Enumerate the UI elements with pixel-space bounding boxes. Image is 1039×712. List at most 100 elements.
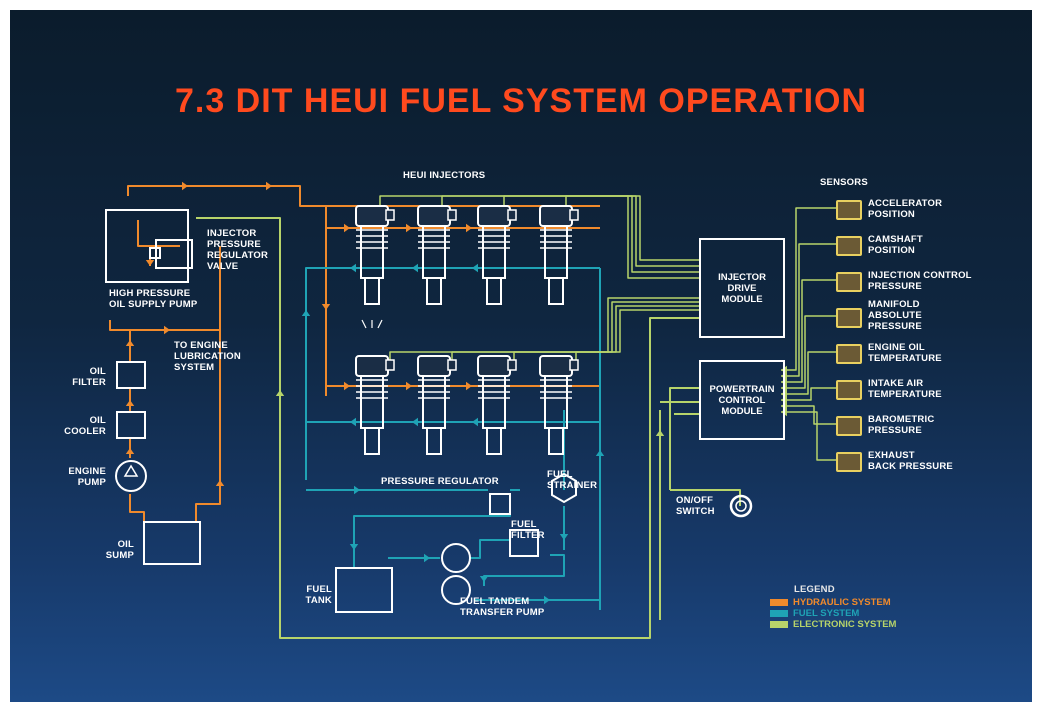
intake-air-temperature-sensor	[836, 380, 862, 400]
sensor-label-engine-oil-temperature: ENGINE OIL TEMPERATURE	[868, 342, 942, 364]
legend-swatch-electronic	[770, 621, 788, 628]
diagram-frame: 7.3 DIT HEUI FUEL SYSTEM OPERATION HEUI …	[10, 10, 1032, 702]
fuel-arrow-tank	[349, 544, 359, 550]
hydraulic-arrow-filter	[125, 340, 135, 346]
injector-top-4-connector	[569, 209, 579, 221]
injector-bottom-3-head	[477, 355, 511, 377]
oil-cooler-label: OIL COOLER	[64, 415, 106, 437]
legend-label-hydraulic: HYDRAULIC SYSTEM	[793, 597, 891, 608]
elec-idm-bot-2	[451, 305, 699, 362]
hydraulic-arrow-cooler	[125, 400, 135, 406]
fuel-tank-label: FUEL TANK	[305, 584, 332, 606]
injector-bottom-4-head	[539, 355, 573, 377]
hydraulic-arrow-regulator	[145, 260, 155, 266]
hydraulic-return-right	[195, 246, 221, 522]
oil-cooler-box	[116, 411, 146, 439]
injector-top-3-body	[482, 225, 506, 279]
fuel-arrow-strainer	[559, 534, 569, 540]
fuel-arrow-up	[301, 310, 311, 316]
injector-spray-1	[361, 319, 367, 329]
injector-bottom-1-nozzle	[364, 427, 380, 455]
oil-filter-box	[116, 361, 146, 389]
injector-bottom-1-head	[355, 355, 389, 377]
injector-top-4-body	[544, 225, 568, 279]
powertrain-control-module-label: POWERTRAIN CONTROL MODULE	[709, 383, 775, 417]
high-pressure-oil-supply-pump-box	[105, 209, 189, 283]
fuel-pump-to-filter	[470, 539, 510, 559]
hydraulic-arrow-top-1	[182, 181, 188, 191]
sensor-label-camshaft-position: CAMSHAFT POSITION	[868, 234, 923, 256]
fuel-arrow-tandem	[544, 595, 550, 605]
injector-bottom-2-head	[417, 355, 451, 377]
injector-bottom-2-body	[422, 375, 446, 429]
elec-arrow-pcm	[655, 430, 665, 436]
barometric-pressure-sensor	[836, 416, 862, 436]
elec-idm-bot-4	[575, 297, 699, 362]
exhaust-back-pressure-sensor	[836, 452, 862, 472]
injector-bottom-1-connector	[385, 359, 395, 371]
injector-top-2-head	[417, 205, 451, 227]
injector-spray-3	[377, 319, 383, 329]
regulator-valve-port	[149, 247, 161, 259]
engine-oil-temperature-sensor	[836, 344, 862, 364]
injector-bottom-3-connector	[507, 359, 517, 371]
oil-sump-label: OIL SUMP	[105, 539, 134, 561]
injector-top-2-nozzle	[426, 277, 442, 305]
camshaft-position-sensor	[836, 236, 862, 256]
legend-item-hydraulic: HYDRAULIC SYSTEM	[770, 597, 891, 608]
tandem-pump-upper	[441, 543, 471, 573]
injector-top-1-nozzle	[364, 277, 380, 305]
elec-switch-link	[670, 489, 741, 506]
legend-title: LEGEND	[794, 584, 835, 595]
oil-sump-box	[143, 521, 201, 565]
manifold-absolute-pressure-sensor	[836, 308, 862, 328]
injector-top-3-head	[477, 205, 511, 227]
pressure-regulator-box	[489, 493, 511, 515]
engine-pump-label: ENGINE PUMP	[68, 466, 106, 488]
injector-bottom-1-body	[360, 375, 384, 429]
fuel-arrow-reg	[354, 485, 360, 495]
to-engine-lubrication-system-label: TO ENGINE LUBRICATION SYSTEM	[174, 340, 241, 373]
elec-sensor-wire-7	[781, 405, 836, 425]
injection-control-pressure-sensor	[836, 272, 862, 292]
high-pressure-oil-supply-pump-label: HIGH PRESSURE OIL SUPPLY PUMP	[109, 288, 198, 310]
legend-label-fuel: FUEL SYSTEM	[793, 608, 860, 619]
hydraulic-arrow-rail-3	[466, 223, 472, 233]
on-off-switch-outer	[729, 494, 753, 518]
elec-sensor-wire-8	[781, 411, 836, 461]
hydraulic-to-lube	[109, 320, 220, 331]
fuel-strainer-label: FUEL STRAINER	[547, 469, 598, 491]
powertrain-control-module: POWERTRAIN CONTROL MODULE	[699, 360, 785, 440]
legend-item-electronic: ELECTRONIC SYSTEM	[770, 619, 896, 630]
injector-top-2-body	[422, 225, 446, 279]
sensor-label-exhaust-back-pressure: EXHAUST BACK PRESSURE	[868, 450, 953, 472]
fuel-arrow-g4	[350, 417, 356, 427]
hydraulic-arrow-rail-4	[344, 381, 350, 391]
fuel-arrow-g2	[412, 263, 418, 273]
fuel-tank-box	[335, 567, 393, 613]
elec-sensor-wire-4	[781, 315, 836, 389]
injector-bottom-2-connector	[447, 359, 457, 371]
injector-pressure-regulator-valve-box	[155, 239, 193, 269]
injector-bottom-4-nozzle	[548, 427, 564, 455]
legend-item-fuel: FUEL SYSTEM	[770, 608, 859, 619]
injector-top-1-connector	[385, 209, 395, 221]
fuel-arrow-right	[595, 450, 605, 456]
elec-idm-bot-1	[389, 309, 699, 362]
sensor-label-manifold-absolute-pressure: MANIFOLD ABSOLUTE PRESSURE	[868, 299, 922, 332]
fuel-filter-out	[483, 554, 565, 586]
on-off-switch-inner	[735, 500, 747, 512]
injector-bottom-3-body	[482, 375, 506, 429]
sensor-label-intake-air-temperature: INTAKE AIR TEMPERATURE	[868, 378, 942, 400]
elec-idm-bot-3	[513, 301, 699, 362]
system-lines	[105, 181, 836, 639]
fuel-tandem-transfer-pump-label: FUEL TANDEM TRANSFER PUMP	[460, 596, 545, 618]
legend-swatch-hydraulic	[770, 599, 788, 606]
hydraulic-arrow-lube	[164, 325, 170, 335]
hydraulic-sump-to-pump	[129, 494, 145, 522]
elec-idm-top-3	[503, 195, 699, 273]
legend-swatch-fuel	[770, 610, 788, 617]
elec-sensor-wire-6	[781, 387, 836, 401]
elec-idm-top-4	[565, 195, 699, 279]
injector-pressure-regulator-valve-label: INJECTOR PRESSURE REGULATOR VALVE	[207, 228, 269, 272]
